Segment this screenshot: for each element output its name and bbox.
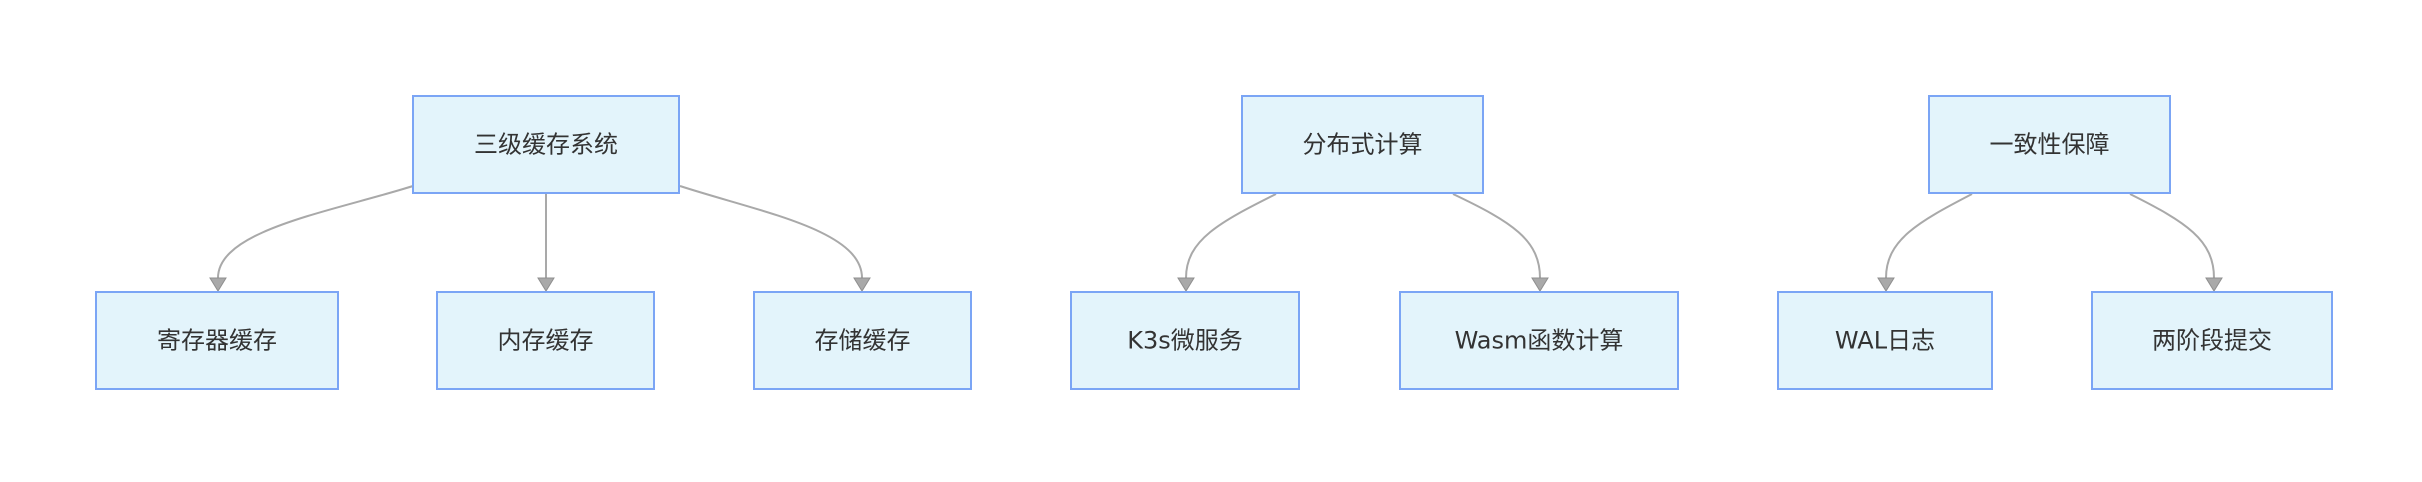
edge-consistency-to-2pc: [2129, 193, 2215, 279]
node-wasm-function-computing: Wasm函数计算: [1399, 291, 1679, 390]
arrowhead-cache-to-storage: [853, 277, 871, 292]
edges: [209, 185, 2223, 292]
edge-consistency-to-wal: [1885, 193, 1973, 279]
arrowhead-distributed-to-k3s: [1177, 277, 1195, 292]
arrowhead-consistency-to-2pc: [2205, 277, 2223, 292]
node-label: 内存缓存: [498, 327, 594, 355]
node-label: Wasm函数计算: [1455, 327, 1624, 355]
nodes: 三级缓存系统 寄存器缓存 内存缓存 存储缓存 分布式计算 K3s微服务 Wasm…: [95, 95, 2333, 390]
node-label: WAL日志: [1835, 327, 1935, 355]
edge-cache-to-register: [217, 185, 414, 279]
edge-distributed-to-k3s: [1185, 193, 1277, 279]
node-label: 两阶段提交: [2152, 327, 2272, 355]
node-label: 一致性保障: [1990, 131, 2110, 159]
arrowhead-cache-to-register: [209, 277, 227, 292]
node-distributed-computing: 分布式计算: [1241, 95, 1484, 194]
node-three-level-cache: 三级缓存系统: [412, 95, 680, 194]
node-k3s-microservices: K3s微服务: [1070, 291, 1300, 390]
node-register-cache: 寄存器缓存: [95, 291, 339, 390]
node-label: 三级缓存系统: [474, 131, 618, 159]
node-two-phase-commit: 两阶段提交: [2091, 291, 2333, 390]
node-consistency-guarantee: 一致性保障: [1928, 95, 2171, 194]
node-storage-cache: 存储缓存: [753, 291, 972, 390]
edge-distributed-to-wasm: [1452, 193, 1541, 279]
edge-cache-to-storage: [679, 185, 863, 279]
node-label: 分布式计算: [1303, 131, 1423, 159]
arrowhead-distributed-to-wasm: [1531, 277, 1549, 292]
arrowhead-cache-to-memory: [537, 277, 555, 292]
node-label: K3s微服务: [1127, 327, 1243, 355]
arrowhead-consistency-to-wal: [1877, 277, 1895, 292]
node-label: 存储缓存: [815, 327, 911, 355]
node-memory-cache: 内存缓存: [436, 291, 655, 390]
node-label: 寄存器缓存: [157, 327, 277, 355]
node-wal-log: WAL日志: [1777, 291, 1993, 390]
